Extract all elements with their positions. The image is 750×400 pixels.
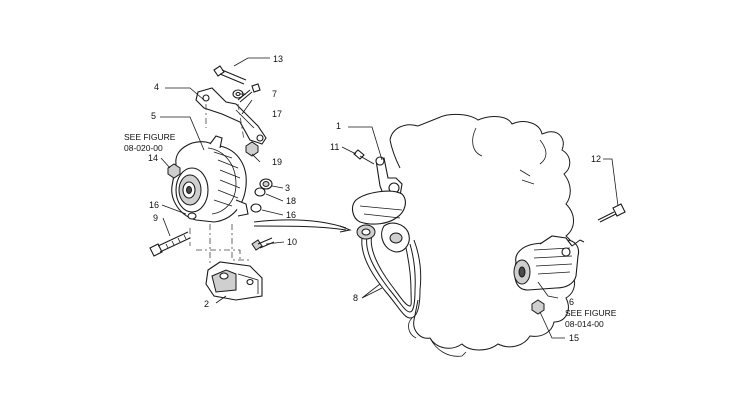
callout-12: 12 — [591, 154, 601, 164]
callout-15: 15 — [569, 333, 579, 343]
callout-8: 8 — [353, 293, 358, 303]
bolt-10 — [251, 237, 275, 251]
starter-see-figure-label: SEE FIGURE — [565, 308, 617, 318]
alignment-lines — [189, 103, 250, 266]
callout-16b: 16 — [286, 210, 296, 220]
callout-numbers: 1 2 3 4 5 6 7 8 9 10 11 12 13 14 15 16 1… — [148, 54, 601, 343]
washer-16a — [187, 212, 197, 220]
nut-14 — [167, 163, 181, 179]
callout-17: 17 — [272, 109, 282, 119]
callout-18: 18 — [286, 196, 296, 206]
callout-9: 9 — [153, 213, 158, 223]
callout-19: 19 — [272, 157, 282, 167]
nut-19 — [245, 141, 259, 157]
callout-6: 6 — [569, 297, 574, 307]
nut-15 — [531, 299, 545, 315]
callout-13: 13 — [273, 54, 283, 64]
callout-4: 4 — [154, 82, 159, 92]
callout-7: 7 — [272, 89, 277, 99]
bolt-13 — [213, 65, 247, 85]
alternator-figure-number: 08-020-00 — [124, 143, 163, 153]
washer-18 — [254, 187, 266, 197]
figure-references: SEE FIGURE 08-020-00 SEE FIGURE 08-014-0… — [124, 132, 617, 329]
bolt-12 — [597, 203, 626, 223]
mounting-bracket-2 — [205, 261, 263, 301]
washer-16b — [250, 203, 262, 213]
washer-3 — [259, 178, 273, 190]
drive-belt — [361, 229, 422, 319]
callout-3: 3 — [285, 183, 290, 193]
callout-2: 2 — [204, 299, 209, 309]
belt-tensioner-bracket — [351, 156, 410, 253]
callout-10: 10 — [287, 237, 297, 247]
engine-block — [389, 113, 576, 357]
assembly-arrow — [253, 219, 352, 233]
bracket-4 — [195, 87, 267, 145]
alternator-see-figure-label: SEE FIGURE — [124, 132, 176, 142]
callout-14: 14 — [148, 153, 158, 163]
leader-lines — [160, 57, 619, 339]
starter-figure-number: 08-014-00 — [565, 319, 604, 329]
bolt-11 — [353, 149, 375, 165]
callout-1: 1 — [336, 121, 341, 131]
callout-5: 5 — [151, 111, 156, 121]
bolt-17 — [237, 83, 261, 103]
bolt-9 — [149, 231, 191, 257]
callout-11: 11 — [330, 142, 339, 152]
alternator — [171, 135, 249, 223]
callout-16a: 16 — [149, 200, 159, 210]
starter-motor — [513, 235, 585, 291]
